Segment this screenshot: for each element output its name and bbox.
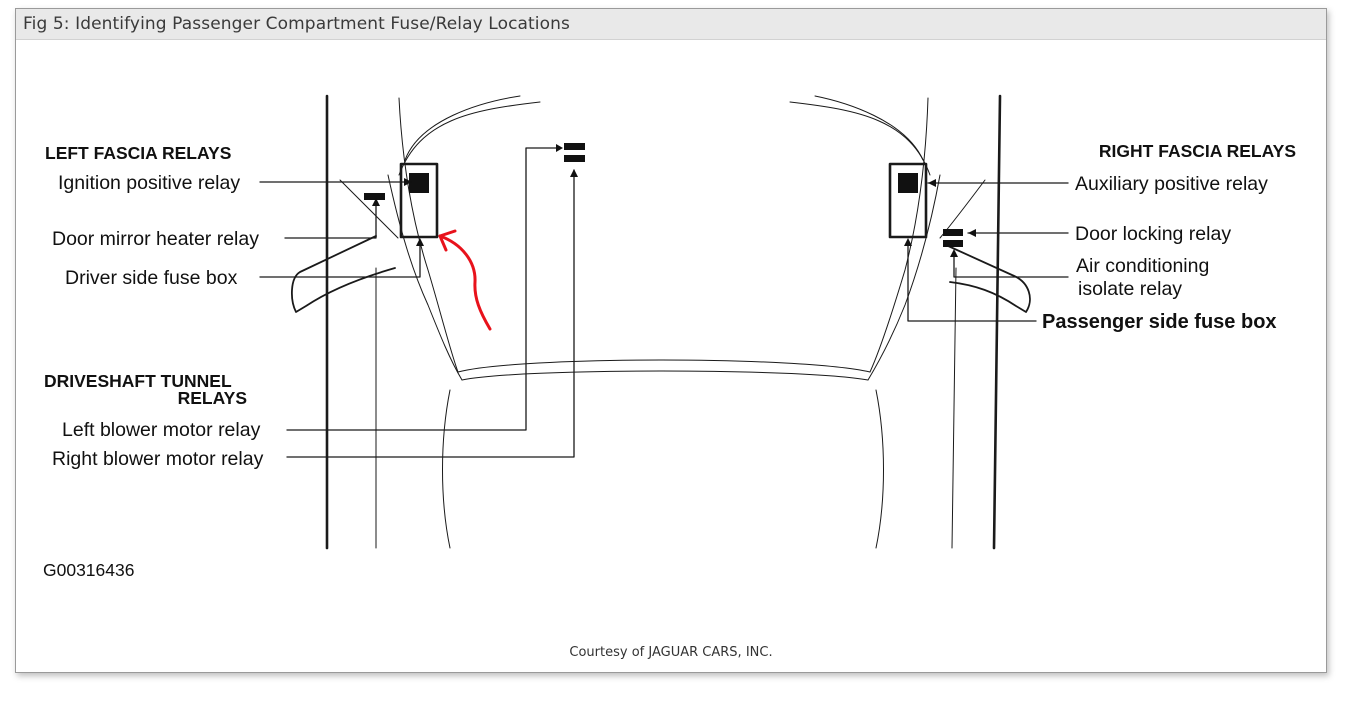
ignition-relay-block — [409, 173, 429, 193]
label-ignition-positive-relay: Ignition positive relay — [58, 172, 240, 194]
left-blower-relay-block — [564, 143, 585, 150]
tunnel-header-line1: DRIVESHAFT TUNNEL — [44, 371, 232, 391]
dashboard-outline — [339, 95, 986, 549]
label-driver-side-fuse-box: Driver side fuse box — [65, 267, 238, 289]
label-left-blower-motor-relay: Left blower motor relay — [62, 419, 261, 441]
passenger-fuse-box — [888, 162, 928, 239]
figure-frame: Fig 5: Identifying Passenger Compartment… — [15, 8, 1327, 673]
left-fascia-header: LEFT FASCIA RELAYS — [45, 143, 231, 163]
label-auxiliary-positive-relay: Auxiliary positive relay — [1075, 173, 1268, 195]
figure-title: Fig 5: Identifying Passenger Compartment… — [23, 14, 570, 34]
label-air-conditioning: Air conditioning — [1076, 255, 1209, 277]
label-door-locking-relay: Door locking relay — [1075, 223, 1231, 245]
arrowheads — [372, 144, 976, 257]
right-fascia-header: RIGHT FASCIA RELAYS — [1099, 141, 1296, 161]
driver-fuse-box — [399, 162, 439, 239]
ac-isolate-relay-block — [943, 240, 963, 247]
right-blower-relay-block — [564, 155, 585, 162]
label-isolate-relay: isolate relay — [1078, 278, 1182, 300]
right-stalk — [945, 244, 1031, 313]
label-door-mirror-heater-relay: Door mirror heater relay — [52, 228, 259, 250]
door-locking-relay-block — [943, 229, 963, 236]
auxiliary-relay-block — [898, 173, 918, 193]
door-mirror-relay-block — [364, 193, 385, 200]
figure-title-bar: Fig 5: Identifying Passenger Compartment… — [16, 9, 1326, 40]
courtesy-text: Courtesy of JAGUAR CARS, INC. — [569, 645, 773, 660]
leader-lines — [259, 147, 1069, 458]
right-body-line — [992, 94, 1002, 550]
label-right-blower-motor-relay: Right blower motor relay — [52, 448, 264, 470]
diagram-code: G00316436 — [43, 560, 134, 580]
tunnel-header-line2: RELAYS — [178, 388, 247, 408]
red-annotation-arrow — [438, 229, 492, 331]
left-stalk — [291, 235, 396, 313]
label-passenger-side-fuse-box: Passenger side fuse box — [1042, 311, 1277, 333]
